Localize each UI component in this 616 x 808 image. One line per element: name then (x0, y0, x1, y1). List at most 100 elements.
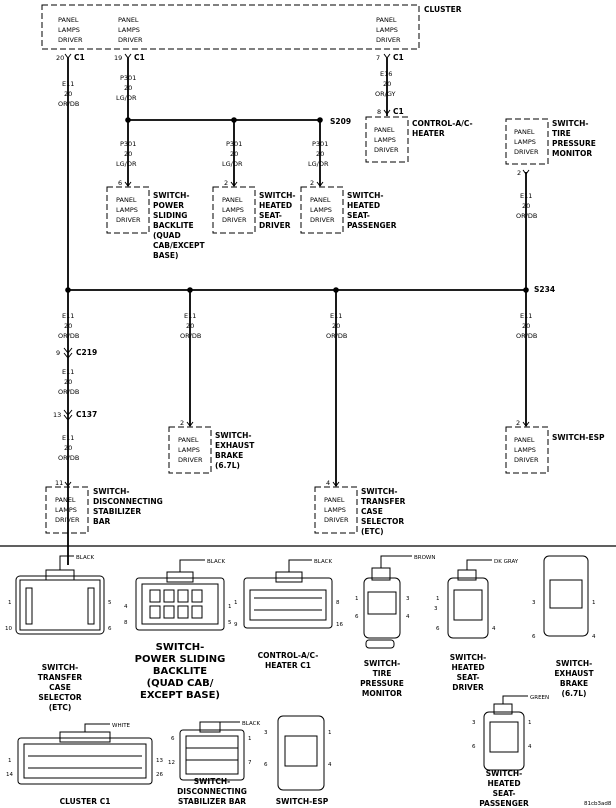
svg-text:1: 1 (8, 600, 12, 606)
svg-text:PANEL: PANEL (118, 16, 139, 24)
svg-text:SWITCH-: SWITCH- (552, 119, 588, 128)
svg-text:PANEL: PANEL (324, 496, 345, 504)
svg-text:HEATED: HEATED (451, 663, 484, 672)
view-heated-passenger: GREEN 3 1 6 4 SWITCH- HEATED SEAT- PASSE… (472, 695, 549, 808)
pin-label: 19 (114, 54, 122, 62)
svg-text:14: 14 (6, 772, 13, 778)
transfer-case-driver: PANEL LAMPS DRIVER (324, 496, 349, 524)
svg-text:HEATED: HEATED (487, 779, 520, 788)
svg-text:MONITOR: MONITOR (362, 689, 402, 698)
splice-dot (65, 287, 71, 293)
control-heater-box (365, 116, 409, 163)
wire-p301 (127, 58, 320, 121)
esp-label: SWITCH-ESP (552, 433, 605, 442)
power-sliding-label: SWITCH- POWER SLIDING BACKLITE (QUAD CAB… (153, 191, 206, 260)
svg-text:PANEL: PANEL (55, 496, 76, 504)
svg-text:BLACK: BLACK (314, 559, 332, 565)
svg-text:E11: E11 (330, 312, 342, 320)
wire-label-p301: P301 20 LG/OR (116, 74, 137, 102)
power-sliding-box (106, 186, 150, 234)
control-heater-label: CONTROL-A/C- HEATER (412, 119, 473, 138)
svg-text:BLACK: BLACK (76, 555, 94, 561)
wire-label-e11: E11 20 OR/DB (58, 312, 79, 340)
svg-text:6: 6 (532, 634, 536, 640)
svg-text:9: 9 (234, 622, 238, 628)
svg-text:SEAT-: SEAT- (347, 211, 370, 220)
svg-text:POWER SLIDING: POWER SLIDING (135, 654, 226, 665)
svg-text:SELECTOR: SELECTOR (361, 517, 404, 526)
svg-text:1: 1 (436, 596, 440, 602)
pin-label: 13 (53, 411, 61, 419)
svg-text:DRIVER: DRIVER (116, 216, 141, 224)
svg-text:OR/DB: OR/DB (516, 332, 537, 340)
svg-text:DRIVER: DRIVER (55, 516, 80, 524)
connector-mark (63, 347, 73, 359)
svg-text:OR/DB: OR/DB (58, 454, 79, 462)
svg-text:PANEL: PANEL (58, 16, 79, 24)
svg-text:SWITCH-: SWITCH- (153, 191, 189, 200)
svg-text:LAMPS: LAMPS (178, 446, 200, 454)
connector-mark (316, 181, 324, 187)
svg-text:5: 5 (108, 600, 112, 606)
svg-text:20: 20 (316, 150, 324, 158)
svg-text:1: 1 (8, 758, 12, 764)
svg-text:BAR: BAR (93, 517, 111, 526)
svg-text:4: 4 (492, 626, 496, 632)
svg-text:LAMPS: LAMPS (116, 206, 138, 214)
svg-text:(6.7L): (6.7L) (215, 461, 240, 470)
svg-text:P301: P301 (312, 140, 328, 148)
svg-text:CASE: CASE (361, 507, 383, 516)
connector-mark (383, 53, 391, 59)
svg-text:SWITCH-: SWITCH- (194, 777, 230, 786)
connector-c1-label: C1 (74, 53, 85, 62)
wire-label-e16: E16 20 OR/GY (375, 70, 396, 98)
svg-text:LAMPS: LAMPS (58, 26, 80, 34)
svg-text:4: 4 (328, 762, 332, 768)
svg-text:13: 13 (156, 758, 163, 764)
svg-text:DISCONNECTING: DISCONNECTING (177, 787, 247, 796)
svg-text:OR/DB: OR/DB (58, 100, 79, 108)
svg-text:20: 20 (230, 150, 238, 158)
svg-text:SWITCH-: SWITCH- (486, 769, 522, 778)
svg-text:DRIVER: DRIVER (514, 148, 539, 156)
svg-text:E11: E11 (62, 434, 74, 442)
svg-text:E11: E11 (520, 312, 532, 320)
svg-text:26: 26 (156, 772, 163, 778)
svg-text:LG/OR: LG/OR (308, 160, 329, 168)
svg-text:PANEL: PANEL (310, 196, 331, 204)
connector-mark (230, 181, 238, 187)
connector-c1-label: C1 (134, 53, 145, 62)
svg-text:CAB/EXCEPT: CAB/EXCEPT (153, 241, 206, 250)
exhaust-brake-label: SWITCH- EXHAUST BRAKE (6.7L) (215, 431, 255, 470)
svg-text:8: 8 (336, 600, 340, 606)
svg-text:(QUAD CAB/: (QUAD CAB/ (147, 678, 214, 689)
pin-label: 8 (377, 108, 381, 116)
connector-mark (64, 481, 72, 487)
svg-text:PANEL: PANEL (178, 436, 199, 444)
transfer-case-label: SWITCH- TRANSFER CASE SELECTOR (ETC) (361, 487, 406, 536)
cluster-driver-3: PANEL LAMPS DRIVER (376, 16, 401, 44)
wire-label-e11: E11 20 OR/DB (58, 80, 79, 108)
svg-text:BLACK: BLACK (207, 559, 225, 565)
svg-text:6: 6 (108, 626, 112, 632)
svg-text:SWITCH-: SWITCH- (556, 659, 592, 668)
svg-text:3: 3 (472, 720, 476, 726)
connector-mark (186, 421, 194, 427)
svg-text:DRIVER: DRIVER (259, 221, 291, 230)
svg-text:EXHAUST: EXHAUST (554, 669, 594, 678)
svg-text:1: 1 (328, 730, 332, 736)
svg-text:CONTROL-A/C-: CONTROL-A/C- (258, 651, 319, 660)
svg-text:SWITCH-: SWITCH- (42, 663, 78, 672)
exhaust-brake-box (168, 426, 212, 474)
wire-label-p301: P301 20 LG/OR (308, 140, 329, 168)
wire-label-e11: E11 20 OR/DB (180, 312, 201, 340)
svg-text:OR/DB: OR/DB (326, 332, 347, 340)
svg-text:PANEL: PANEL (116, 196, 137, 204)
svg-text:LAMPS: LAMPS (514, 138, 536, 146)
splice-s209-label: S209 (330, 117, 351, 126)
wire-label-e11: E11 20 OR/DB (326, 312, 347, 340)
svg-text:1: 1 (592, 600, 596, 606)
svg-text:PANEL: PANEL (376, 16, 397, 24)
svg-text:SWITCH-: SWITCH- (364, 659, 400, 668)
svg-text:TRANSFER: TRANSFER (38, 673, 83, 682)
